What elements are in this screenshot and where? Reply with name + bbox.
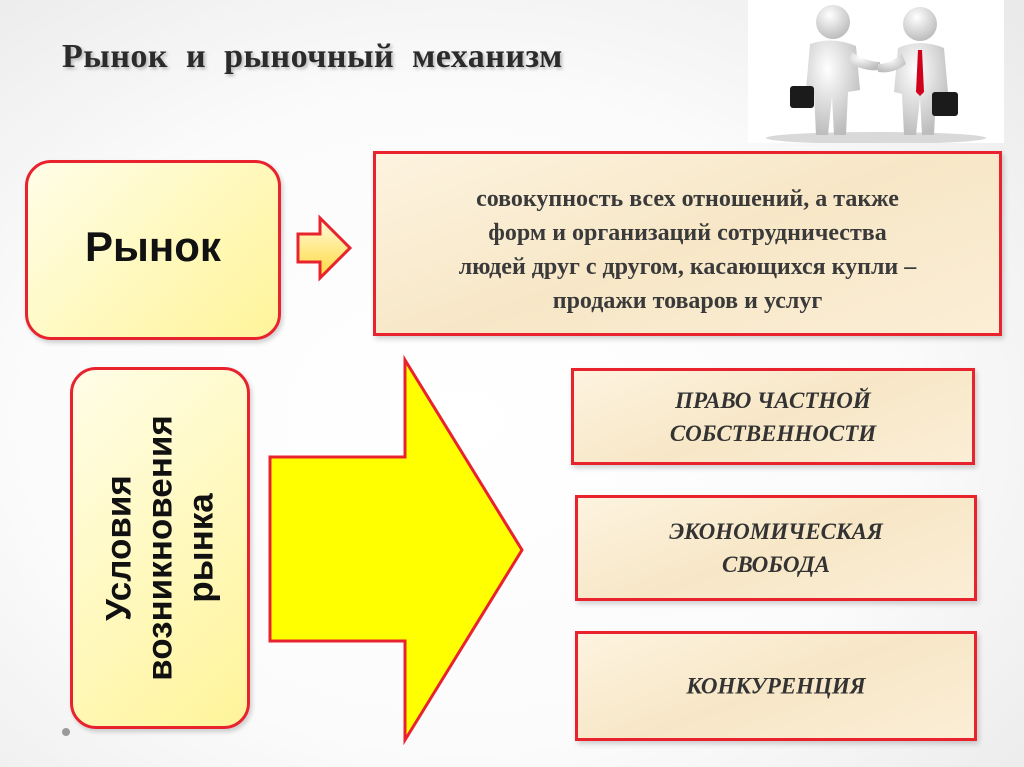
condition-text: ЭКОНОМИЧЕСКАЯ СВОБОДА: [578, 515, 974, 581]
condition-line: ПРАВО ЧАСТНОЙ: [675, 387, 871, 413]
small-right-arrow-icon: [296, 214, 353, 282]
market-definition-box: совокупность всех отношений, а также фор…: [373, 151, 1002, 336]
definition-line: совокупность всех отношений, а также: [476, 186, 899, 212]
market-definition: совокупность всех отношений, а также фор…: [376, 182, 999, 318]
market-box: Рынок: [25, 160, 281, 340]
condition-text: КОНКУРЕНЦИЯ: [578, 670, 974, 703]
condition-box-competition: КОНКУРЕНЦИЯ: [575, 631, 977, 741]
market-label: Рынок: [85, 223, 221, 270]
condition-line: СВОБОДА: [722, 552, 830, 577]
definition-line: форм и организаций сотрудничества: [488, 220, 887, 246]
condition-line: КОНКУРЕНЦИЯ: [686, 673, 866, 699]
definition-line: продажи товаров и услуг: [552, 288, 823, 314]
condition-line: СОБСТВЕННОСТИ: [669, 420, 877, 446]
condition-box-economic-freedom: ЭКОНОМИЧЕСКАЯ СВОБОДА: [575, 495, 977, 601]
condition-box-private-property: ПРАВО ЧАСТНОЙ СОБСТВЕННОСТИ: [571, 368, 975, 465]
condition-text: ПРАВО ЧАСТНОЙ СОБСТВЕННОСТИ: [574, 384, 972, 450]
conditions-box: Условия возникновения рынка: [70, 367, 250, 729]
definition-line: людей друг с другом, касающихся купли –: [458, 254, 917, 280]
handshake-figures-icon: [748, 0, 1004, 143]
slide-title: Рынок и рыночный механизм: [62, 38, 563, 75]
bullet-dot: [62, 728, 70, 736]
large-right-arrow-icon: [268, 354, 524, 746]
condition-line: ЭКОНОМИЧЕСКАЯ: [669, 519, 883, 544]
